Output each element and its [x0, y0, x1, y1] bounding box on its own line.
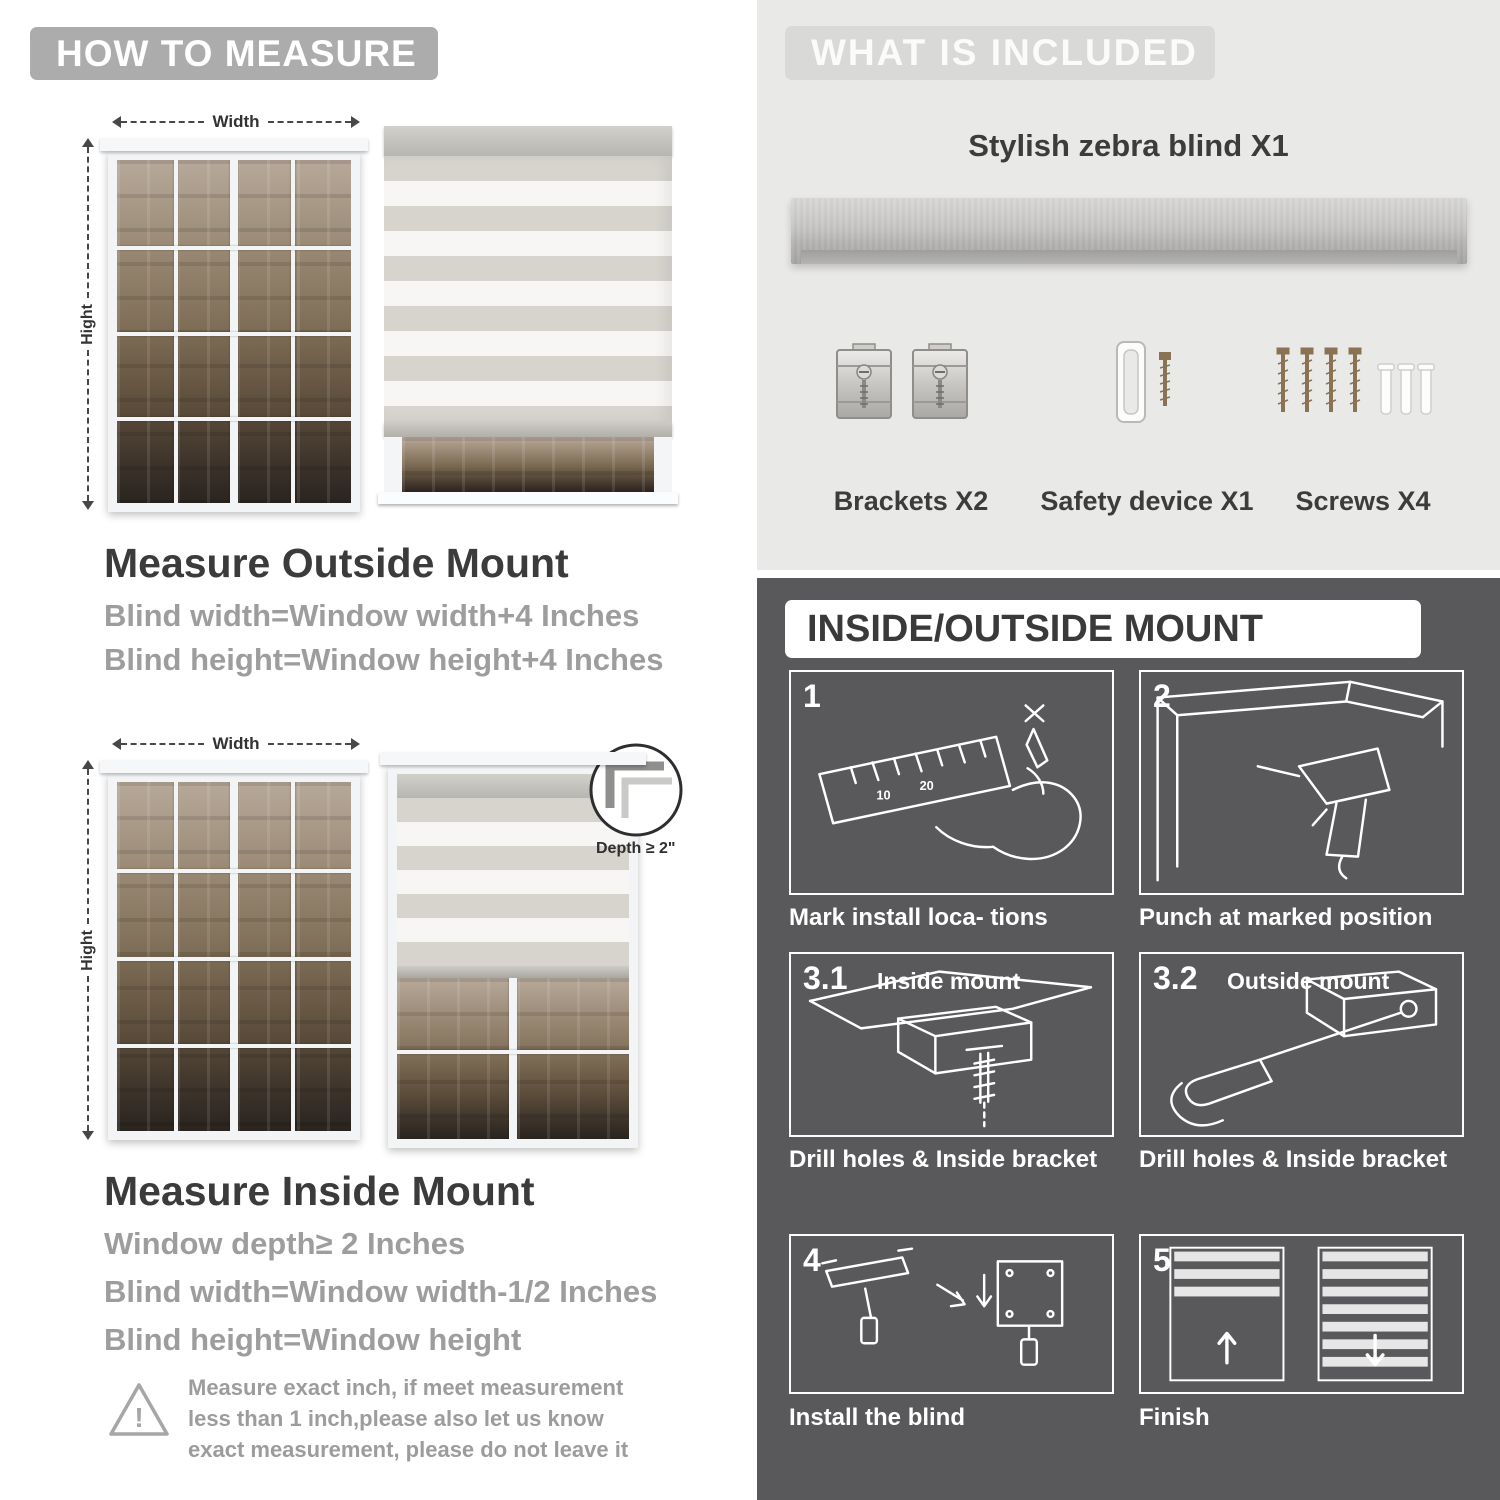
step-number: 4	[803, 1242, 821, 1278]
step-number: 5	[1153, 1242, 1171, 1278]
mount-header: INSIDE/OUTSIDE MOUNT	[785, 600, 1421, 658]
blind-fabric	[384, 156, 672, 422]
window-illustration	[100, 760, 368, 1140]
window-sill	[378, 492, 678, 504]
inside-mount-line2: Blind width=Window width-1/2 Inches	[104, 1274, 658, 1309]
screws-caption: Screws X4	[1295, 486, 1431, 516]
screws-icon	[1276, 347, 1435, 415]
window-lintel	[100, 138, 368, 151]
what-is-included-section: WHAT IS INCLUDED Stylish zebra blind X1	[757, 0, 1500, 570]
width-label: Width	[212, 112, 260, 131]
svg-text:10: 10	[876, 788, 890, 803]
height-label: Hight	[79, 929, 96, 971]
window-illustration	[100, 138, 368, 512]
step-subtitle: Outside mount	[1227, 968, 1390, 994]
what-is-included-header: WHAT IS INCLUDED	[785, 26, 1215, 80]
window-mullion	[117, 869, 351, 874]
inside-bracket-illustration	[808, 970, 1093, 1128]
step-number: 3.2	[1153, 960, 1198, 996]
step-caption-4: Install the blind	[789, 1404, 966, 1431]
depth-corner-icon	[589, 743, 683, 837]
brackets-caption: Brackets X2	[833, 486, 989, 516]
depth-label: Depth ≥ 2"	[596, 840, 676, 857]
step-number: 2	[1153, 678, 1171, 714]
arrow-up-icon	[82, 138, 94, 147]
safety-device-icon	[1116, 341, 1171, 423]
safety-device-caption: Safety device X1	[1040, 486, 1254, 516]
step-number: 3.1	[803, 960, 848, 996]
height-label: Hight	[79, 303, 96, 345]
blind-bottom-rail	[397, 966, 629, 978]
outside-mount-title: Measure Outside Mount	[104, 540, 569, 586]
step-caption-3-1: Drill holes & Inside bracket	[789, 1146, 1098, 1173]
window-below-blind	[397, 978, 629, 1139]
window-mullion	[117, 331, 351, 336]
arrow-right-icon	[351, 738, 360, 750]
step-panel-3-2: 3.2 Outside mount	[1139, 952, 1464, 1137]
blind-bottom-rail	[384, 422, 672, 437]
window-mullion	[117, 417, 351, 422]
depth-callout: Depth ≥ 2"	[588, 742, 684, 857]
step-number: 1	[803, 678, 821, 714]
svg-text:20: 20	[920, 778, 934, 793]
step-caption-2: Punch at marked position	[1139, 904, 1433, 931]
product-label: Stylish zebra blind X1	[968, 128, 1289, 163]
outside-mount-line1: Blind width=Window width+4 Inches	[104, 598, 640, 633]
blind-cassette	[384, 126, 672, 156]
step-panel-4: 4	[789, 1234, 1114, 1394]
bracket-icon	[836, 343, 892, 419]
step-panel-2: 2	[1139, 670, 1464, 895]
bracket-icon	[912, 343, 968, 419]
arrow-up-icon	[82, 760, 94, 769]
step-panel-1: 10 20 1	[789, 670, 1114, 895]
window-mullion	[117, 956, 351, 961]
step-caption-1: Mark install loca- tions	[789, 904, 1048, 931]
zebra-blind-outside-illustration	[378, 126, 678, 504]
inside-mount-line1: Window depth≥ 2 Inches	[104, 1226, 466, 1261]
height-arrow: Hight	[78, 138, 98, 510]
step-subtitle: Inside mount	[877, 968, 1021, 994]
drill-illustration	[1156, 680, 1444, 882]
arrow-right-icon	[351, 116, 360, 128]
mark-locations-illustration: 10 20	[818, 704, 1082, 861]
install-blind-illustration	[821, 1247, 1064, 1366]
svg-text:!: !	[134, 1402, 143, 1433]
outside-bracket-illustration	[1170, 970, 1438, 1127]
window-frame	[108, 151, 360, 512]
height-arrow: Hight	[78, 760, 98, 1140]
width-label: Width	[212, 734, 260, 753]
arrow-down-icon	[82, 1131, 94, 1140]
warning-icon: !	[109, 1383, 169, 1436]
step-panel-3-1: 3.1 Inside mount	[789, 952, 1114, 1137]
how-to-measure-section: HOW TO MEASURE Width Hight	[30, 27, 684, 1463]
zebra-blind-inside-illustration	[380, 752, 646, 1148]
blind-fabric	[397, 798, 629, 966]
finish-illustration	[1169, 1246, 1433, 1382]
arrow-left-icon	[112, 116, 121, 128]
step-caption-5: Finish	[1139, 1404, 1210, 1431]
step-caption-3-2: Drill holes & Inside bracket	[1139, 1146, 1448, 1173]
window-mullion	[509, 978, 517, 1139]
width-arrow: Width	[112, 734, 360, 754]
window-mullion	[117, 1043, 351, 1048]
mount-section: INSIDE/OUTSIDE MOUNT 10 20 1	[757, 578, 1500, 1500]
step-panel-5: 5	[1139, 1234, 1464, 1394]
window-below-blind	[384, 437, 672, 492]
arrow-left-icon	[112, 738, 121, 750]
inside-mount-line3: Blind height=Window height	[104, 1322, 522, 1357]
width-arrow: Width	[112, 112, 360, 132]
window-mullion	[117, 245, 351, 250]
inside-mount-title: Measure Inside Mount	[104, 1168, 535, 1214]
headrail-illustration	[791, 198, 1467, 264]
window-mullion	[397, 1050, 629, 1055]
arrow-down-icon	[82, 501, 94, 510]
outside-mount-line2: Blind height=Window height+4 Inches	[104, 642, 664, 677]
how-to-measure-header: HOW TO MEASURE	[30, 27, 438, 80]
measure-note: Measure exact inch, if meet measurement …	[188, 1375, 629, 1463]
